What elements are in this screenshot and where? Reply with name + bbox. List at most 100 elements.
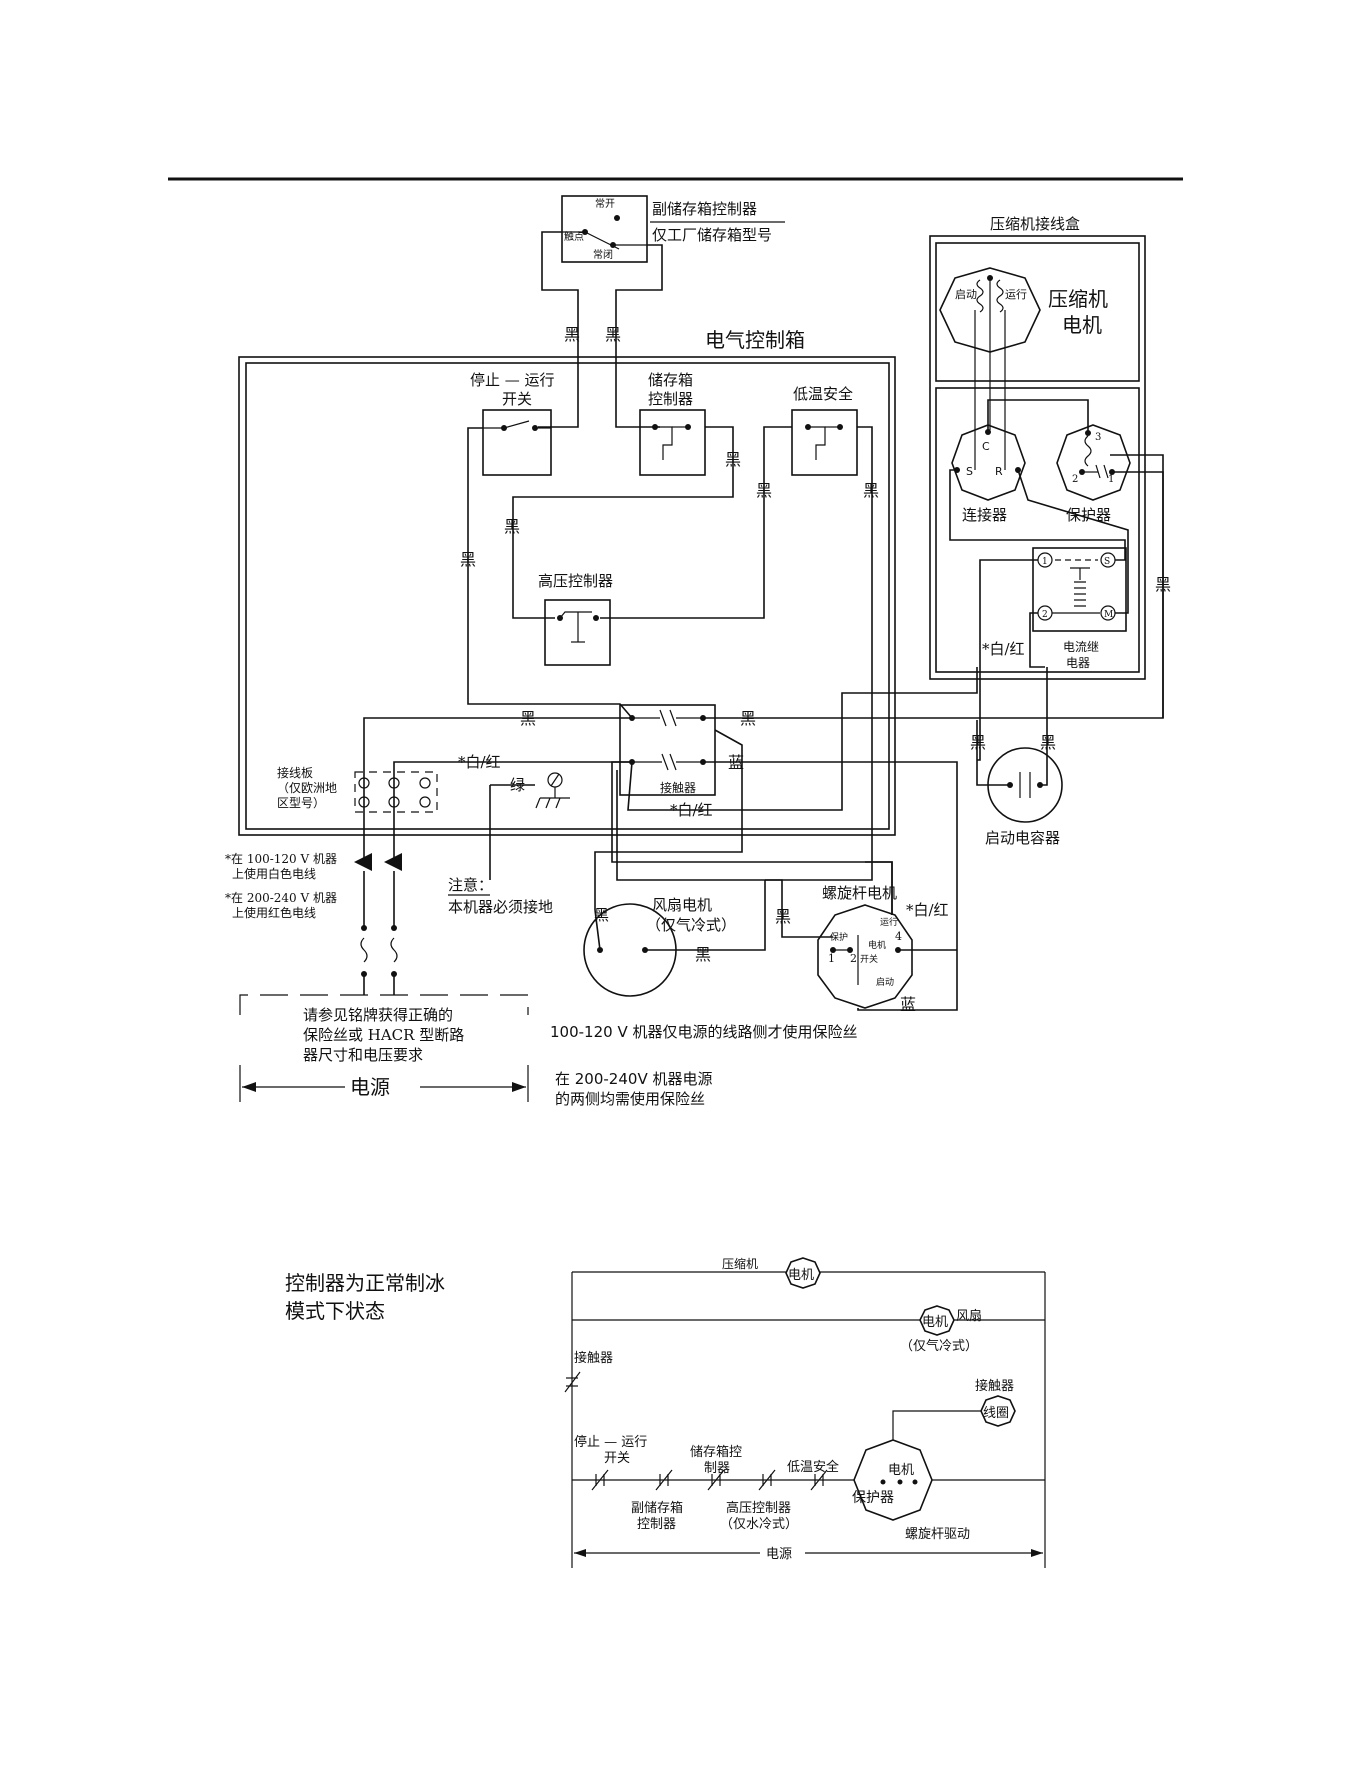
ladder-power-label: 电源: [766, 1547, 792, 1562]
high-pressure-label: 高压控制器: [538, 572, 613, 590]
wire-label-black-1: 黑: [564, 325, 580, 344]
protector: [1056, 424, 1131, 501]
fuse-left: [360, 937, 368, 963]
relay-pin-m: M: [1104, 610, 1113, 620]
ladder-fan-label: 风扇: [956, 1308, 982, 1324]
ladder-compressor-motor: [785, 1257, 821, 1289]
ladder-contacts: [591, 1469, 828, 1491]
compressor-motor-label-2: 电机: [1062, 313, 1102, 337]
contactor-label: 接触器: [660, 780, 696, 795]
connector-pin-s: S: [966, 465, 973, 478]
control-box-outer: [238, 356, 896, 836]
ladder-contactor-coil-label: 接触器: [975, 1378, 1014, 1394]
aux-bin-title: 副储存箱控制器: [652, 200, 757, 218]
wire-label-black-14: 黑: [970, 733, 986, 752]
bin-control-label-1: 储存箱: [648, 371, 693, 389]
wire-label-black-6: 黑: [756, 481, 772, 500]
ladder-low-temp: 低温安全: [787, 1459, 839, 1475]
auger-switch-label: 开关: [860, 953, 878, 965]
fuse-200-note-1: 在 200-240V 机器电源: [555, 1070, 712, 1088]
compressor-box-bottom: [935, 387, 1140, 673]
wire-label-black-3: 黑: [460, 550, 476, 569]
comp-run-label: 运行: [1005, 288, 1027, 301]
auger-motor-inner-label: 电机: [868, 939, 886, 951]
bin-control-switch: [639, 409, 706, 476]
fuse-note-2: 保险丝或 HACR 型断路: [303, 1026, 464, 1044]
connector-label: 连接器: [962, 506, 1007, 524]
auger-start-label: 启动: [876, 976, 894, 988]
note-200-2: 上使用红色电线: [232, 905, 316, 920]
contactor: [619, 704, 716, 796]
terminal-board: [354, 771, 438, 813]
protector-pin-1: 1: [1108, 474, 1114, 485]
note-text: 本机器必须接地: [448, 898, 553, 916]
stop-run-label-2: 开关: [502, 390, 532, 408]
wire-label-black-12: 黑: [695, 945, 711, 964]
terminal-board-label-1: 接线板: [277, 765, 313, 780]
ladder-coil-text: 线圈: [983, 1406, 1009, 1421]
wire-label-blue-1: 蓝: [728, 753, 744, 772]
ladder-contactor-label: 接触器: [574, 1350, 613, 1366]
compressor-box-title: 压缩机接线盒: [990, 215, 1080, 233]
fuse-note-3: 器尺寸和电压要求: [303, 1046, 423, 1064]
relay-label-2: 电器: [1066, 656, 1090, 670]
bin-control-label-2: 控制器: [648, 390, 693, 408]
auger-t1: 1: [828, 952, 835, 965]
ladder-fan-motor-text: 电机: [922, 1315, 948, 1330]
power-label: 电源: [350, 1075, 390, 1099]
ladder-aux-bin-2: 控制器: [637, 1517, 676, 1532]
comp-start-label: 启动: [955, 288, 977, 301]
ladder-auger-drive-label: 螺旋杆驱动: [905, 1527, 970, 1542]
compressor-motor-label-1: 压缩机: [1048, 287, 1108, 311]
wire-label-black-2: 黑: [605, 325, 621, 344]
note-100-2: 上使用白色电线: [232, 866, 316, 881]
ladder-coil: [980, 1395, 1016, 1427]
ladder-hp-1: 高压控制器: [726, 1500, 791, 1516]
note-100-1: *在 100-120 V 机器: [225, 852, 337, 866]
connector-pin-c: C: [982, 440, 990, 453]
ladder-bin-ctrl-1: 储存箱控: [690, 1444, 742, 1460]
wire-label-black-8: 黑: [520, 709, 536, 728]
protector-pin-3: 3: [1095, 432, 1101, 443]
ladder-aux-bin-1: 副储存箱: [631, 1500, 683, 1516]
protector-pin-2: 2: [1072, 474, 1078, 485]
ladder-compressor-motor-text: 电机: [788, 1268, 814, 1283]
auger-protect-label: 保护: [830, 931, 848, 943]
ladder-stop-run-1: 停止 — 运行: [574, 1434, 647, 1450]
ladder-bin-ctrl-2: 制器: [704, 1461, 730, 1476]
wire-label-blue-2: 蓝: [900, 995, 916, 1014]
start-cap-label: 启动电容器: [985, 829, 1060, 847]
wire-label-wr-2: *白/红: [670, 801, 713, 819]
wire-label-wr-3: *白/红: [906, 901, 949, 919]
terminal-board-label-3: 区型号）: [277, 796, 325, 810]
relay-pin-1: 1: [1042, 557, 1048, 567]
ladder-diagram: 控制器为正常制冰 模式下状态 压缩机 电机 电机 风扇 （仅气冷式） 接触器 接…: [285, 1256, 1046, 1568]
ladder-compressor-label: 压缩机: [722, 1256, 758, 1271]
aux-bin-subtitle: 仅工厂储存箱型号: [652, 226, 772, 244]
wire-label-black-5: 黑: [504, 517, 520, 536]
relay-pin-s: S: [1104, 557, 1110, 567]
fuse-note-1: 请参见铭牌获得正确的: [303, 1006, 453, 1024]
wire-label-wr-4: *白/红: [982, 640, 1025, 658]
fuse-200-note-2: 的两侧均需使用保险丝: [555, 1090, 705, 1108]
ladder-fan-note: （仅气冷式）: [900, 1338, 978, 1354]
auger-motor-label: 螺旋杆电机: [822, 884, 897, 902]
plug-right: [384, 853, 402, 871]
control-box-inner: [245, 362, 890, 830]
ladder-auger-motor-text: 电机: [888, 1463, 914, 1478]
auger-t4: 4: [895, 930, 902, 943]
relay-pin-2: 2: [1042, 610, 1048, 620]
high-pressure-switch: [544, 599, 611, 666]
fan-motor-label-1: 风扇电机: [652, 896, 712, 914]
wire-label-black-13: 黑: [775, 907, 791, 926]
compressor-box-outer: [929, 235, 1146, 680]
ladder-title-2: 模式下状态: [285, 1299, 385, 1323]
stop-run-label-1: 停止 — 运行: [470, 371, 555, 389]
auger-motor: [817, 904, 913, 1009]
aux-bin-controller: 常开 触点 常闭: [561, 195, 648, 263]
ladder-protector-text: 保护器: [852, 1490, 894, 1506]
fan-motor-label-2: （仅气冷式）: [646, 916, 736, 934]
current-relay: [1032, 547, 1127, 632]
start-capacitor: [987, 747, 1063, 823]
